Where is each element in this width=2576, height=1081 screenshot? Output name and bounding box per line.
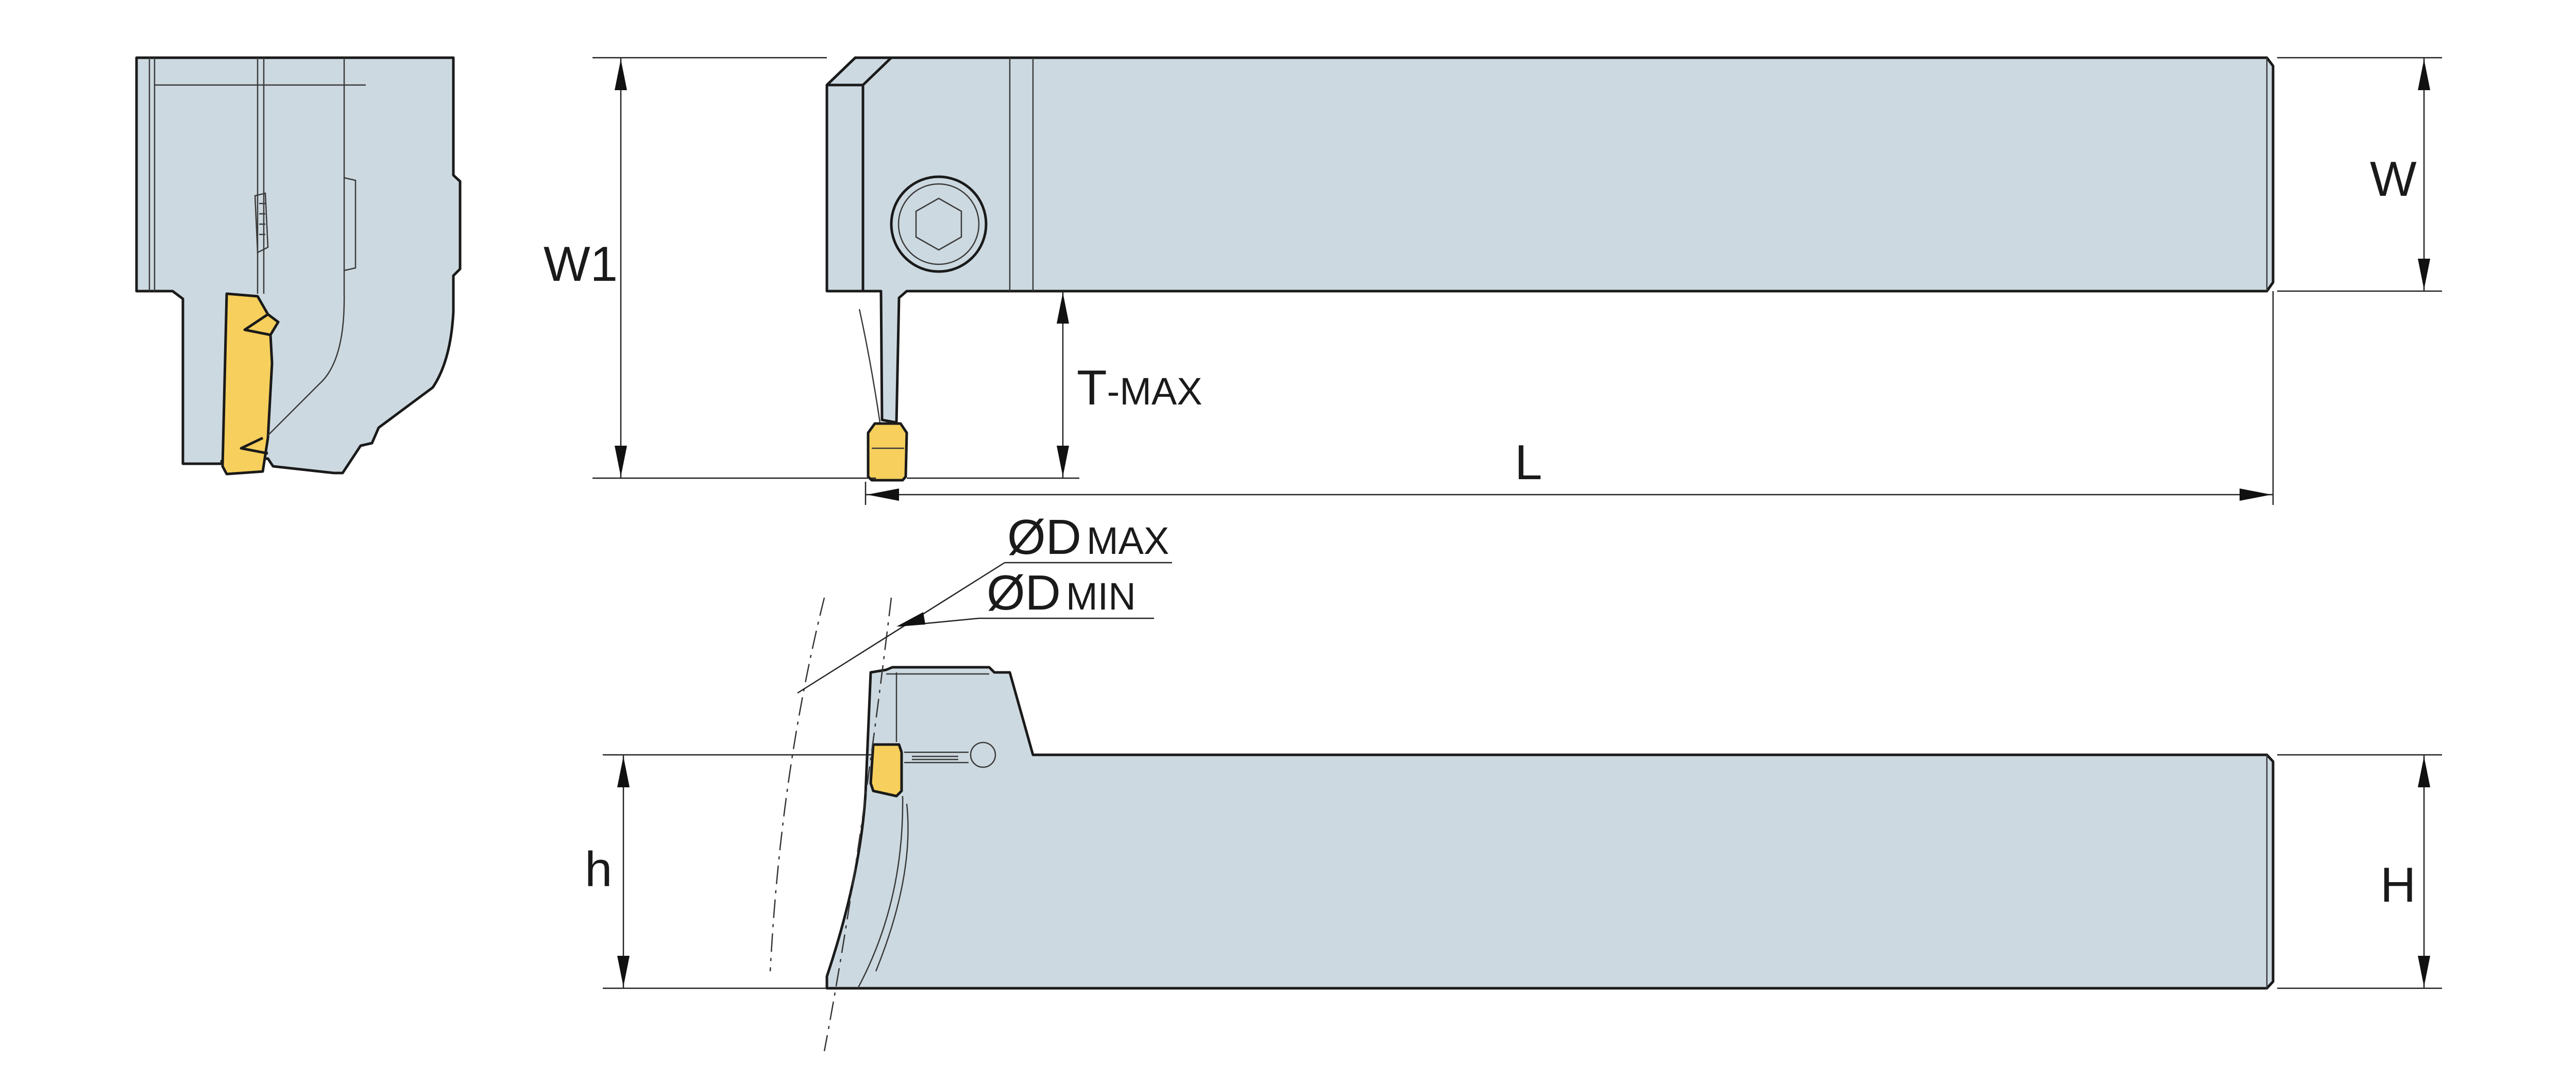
side-view-shank — [825, 666, 2275, 990]
side-view — [825, 666, 2275, 990]
h-small-label: h — [585, 842, 612, 897]
tmax-arrow-top — [1057, 293, 1069, 324]
dmax-leader — [797, 562, 1005, 694]
h-big-label: H — [2380, 857, 2416, 913]
dmax-arc — [769, 597, 825, 972]
tmax-label-t: T — [1077, 360, 1107, 415]
l-arrow-left — [867, 488, 899, 501]
top-view-shank — [825, 56, 2275, 424]
top-view-blade — [858, 309, 881, 423]
h-arrow-top — [617, 756, 630, 787]
tmax-label-rest: -MAX — [1107, 370, 1202, 413]
dmin-arc — [823, 597, 892, 1052]
w1-arrow-bottom — [615, 446, 627, 477]
top-view-hex-socket-icon — [915, 197, 962, 251]
top-view-dimensions: W1 W T-MAX L — [544, 57, 2442, 505]
end-view-line-7 — [267, 293, 345, 436]
end-view-pocket — [344, 177, 357, 272]
h-arrow-bottom — [617, 956, 630, 987]
w1-arrow-top — [615, 59, 627, 90]
end-view-insert — [221, 292, 280, 476]
top-view-screw-inner — [897, 183, 980, 265]
w1-label: W1 — [544, 237, 618, 292]
l-label: L — [1515, 435, 1542, 490]
side-view-clamp — [904, 751, 969, 764]
top-view — [825, 56, 2275, 482]
dmax-label-sub: MAX — [1087, 519, 1169, 562]
dmax-label-sym: ØD — [1007, 510, 1081, 565]
dmin-label-sub: MIN — [1066, 575, 1136, 618]
end-view-screw — [254, 192, 269, 254]
l-arrow-right — [2240, 488, 2272, 501]
side-view-pin — [970, 741, 996, 768]
w-arrow-bottom — [2418, 259, 2430, 290]
w-arrow-top — [2418, 59, 2430, 90]
top-view-chamfer — [825, 56, 893, 87]
side-view-insert — [869, 743, 903, 798]
top-view-screw-outer — [890, 175, 988, 273]
top-view-insert — [867, 422, 908, 482]
end-view-insert-notch — [240, 313, 271, 455]
end-view — [135, 56, 462, 476]
dmin-label-sym: ØD — [987, 565, 1061, 620]
tmax-arrow-bottom — [1057, 446, 1069, 477]
side-view-blade-curve — [857, 796, 909, 989]
hh-arrow-top — [2418, 756, 2430, 787]
hh-arrow-bottom — [2418, 956, 2430, 987]
tmax-label: T-MAX — [1077, 360, 1202, 415]
dmin-arrow — [896, 612, 925, 627]
end-view-body — [135, 56, 462, 475]
w-label: W — [2370, 151, 2417, 207]
